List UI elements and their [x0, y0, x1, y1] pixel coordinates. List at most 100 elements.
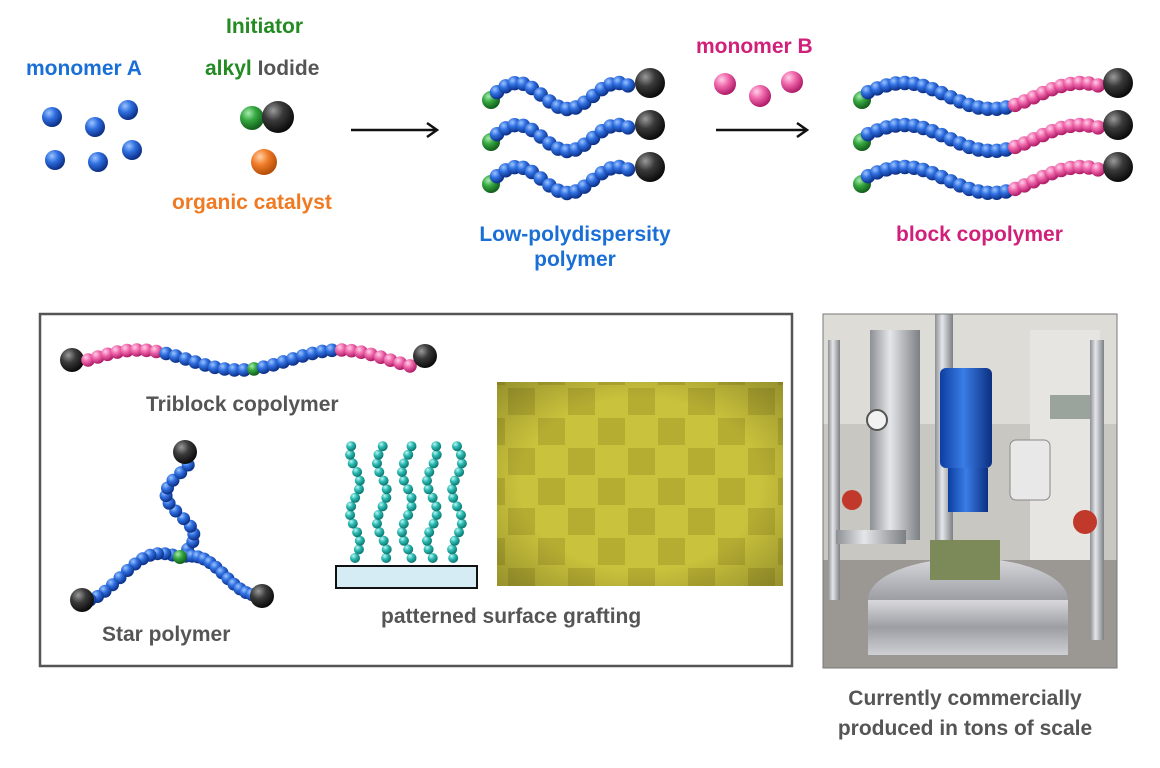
monomer-a-bead [325, 343, 339, 358]
graft-bead [350, 492, 361, 503]
catalyst-bead [251, 149, 277, 175]
graft-bead [448, 553, 459, 563]
graft-bead [397, 527, 407, 538]
monomer-a-bead [227, 363, 242, 377]
monomer-b-bead [1090, 162, 1106, 177]
graft-bead [398, 535, 409, 546]
graft-bead [373, 449, 384, 460]
graft-bead [403, 449, 414, 460]
patterned-grafting-label: patterned surface grafting [381, 605, 642, 628]
graft-bead [423, 484, 434, 495]
monomer-a-bead [217, 362, 232, 376]
iodide-end-bead [1103, 152, 1133, 182]
iodide-end-bead [413, 344, 437, 368]
graft-bead [422, 535, 432, 546]
block-copolymer-chain [853, 110, 1133, 158]
monomer-b-bead [1090, 120, 1106, 135]
graft-bead [354, 535, 365, 546]
monomer-a-bead [42, 107, 62, 127]
graft-bead [377, 501, 388, 512]
alkyl-iodide-label: alkyl Iodide [205, 56, 319, 81]
product-polymer-line2: polymer [534, 248, 616, 272]
monomer-a-beads [42, 100, 142, 172]
block-copolymer-label: block copolymer [896, 223, 1063, 246]
monomer-a-bead [237, 363, 251, 377]
monomer-a-bead [122, 140, 142, 160]
block-copolymer-chain [853, 68, 1133, 117]
initiator-label: Initiator [226, 15, 303, 38]
graft-bead [455, 449, 466, 460]
graft-bead [422, 475, 432, 486]
monomer-b-beads [714, 71, 803, 107]
graft-bead [406, 501, 417, 512]
graft-bead [398, 475, 409, 486]
graft-bead [423, 544, 434, 555]
graft-bead [456, 510, 466, 520]
star-polymer-label: Star polymer [102, 623, 231, 646]
graft-bead [347, 518, 358, 529]
graft-bead [449, 475, 460, 486]
reaction-arrow-1 [351, 121, 440, 139]
graft-bead [431, 449, 442, 460]
graft-bead [354, 484, 364, 495]
graft-bead [456, 458, 467, 469]
graft-bead [352, 467, 363, 477]
alkyl-group-bead [240, 106, 264, 130]
monomer-a-bead [45, 150, 65, 170]
organic-catalyst-molecule [251, 149, 277, 175]
product-polymer-label: Low-polydispersity polymer [455, 222, 695, 272]
iodide-label: Iodide [257, 57, 320, 80]
photo-caption: Currently commercially produced in tons … [800, 684, 1130, 745]
block-copolymer-chain [853, 152, 1133, 200]
graft-bead [431, 501, 442, 512]
graft-bead [448, 492, 459, 503]
reactor-photo [822, 313, 1118, 669]
graft-bead [398, 458, 409, 469]
monomer-b-label: monomer B [696, 35, 813, 58]
graft-bead [431, 510, 442, 520]
graft-bead [406, 441, 417, 452]
graft-bead [428, 458, 439, 469]
graft-bead [452, 441, 462, 452]
graft-bead [345, 449, 356, 460]
grafted-brushes [345, 441, 467, 563]
monomer-a-bead [118, 100, 138, 120]
graft-bead [406, 553, 417, 563]
graft-bead [447, 544, 458, 555]
graft-bead [346, 501, 357, 512]
graft-bead [452, 501, 463, 512]
graft-bead [381, 492, 392, 503]
graft-bead [381, 544, 392, 555]
triblock-copolymer-label: Triblock copolymer [146, 393, 339, 416]
monomer-a-label: monomer A [26, 57, 142, 80]
core-bead [173, 550, 187, 564]
graft-bead [424, 527, 435, 538]
initiator-molecule [240, 101, 294, 133]
photo-caption-line1: Currently commercially [848, 687, 1082, 710]
examples-frame [38, 312, 794, 668]
graft-bead [403, 510, 414, 520]
monomer-a-bead [85, 117, 105, 137]
graft-bead [374, 467, 385, 477]
iodide-end-bead [635, 110, 665, 140]
graft-bead [454, 527, 464, 538]
monomer-b-bead [130, 343, 144, 357]
triblock-copolymer [60, 343, 437, 377]
organic-catalyst-label: organic catalyst [172, 191, 332, 214]
monomer-b-bead [1090, 78, 1106, 93]
graft-bead [378, 475, 389, 486]
monomer-b-bead [120, 343, 134, 358]
graft-bead [403, 544, 414, 555]
patterned-surface-image [497, 382, 783, 586]
iodide-end-bead [60, 348, 84, 372]
graft-bead [456, 518, 467, 529]
graft-bead [447, 484, 458, 495]
reaction-arrow-2 [716, 121, 810, 139]
graft-bead [352, 527, 363, 538]
graft-bead [381, 553, 392, 563]
graft-bead [381, 484, 392, 495]
graft-substrate [335, 565, 478, 589]
graft-bead [372, 458, 382, 469]
